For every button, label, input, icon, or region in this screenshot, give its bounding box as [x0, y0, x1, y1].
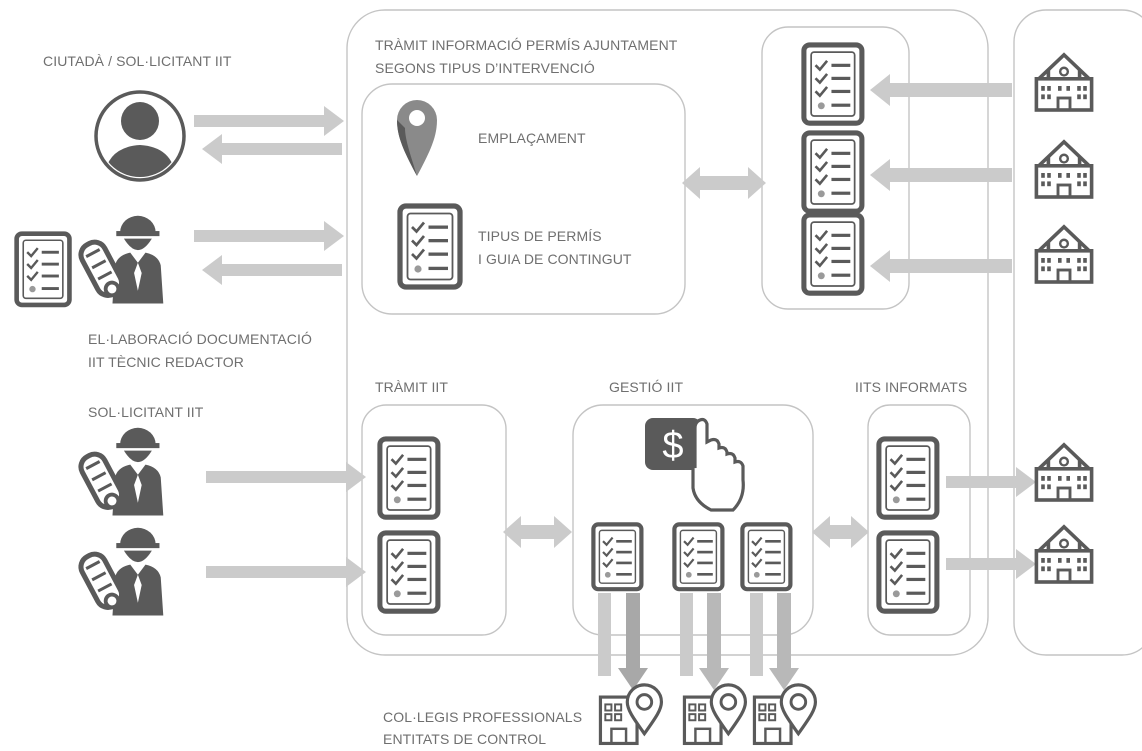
- town-hall-icon: [1034, 140, 1094, 199]
- town-hall-icon: [1034, 52, 1094, 112]
- office-building-pin-icon: [598, 683, 664, 746]
- informats-to-town-hall-arrows: [946, 467, 1036, 579]
- tramit-gestio-arrow: [503, 516, 572, 548]
- town-halls-frame: [1013, 9, 1142, 656]
- citizen-label: CIUTADÀ / SOL·LICITANT IIT: [43, 53, 232, 69]
- person-icon: [94, 90, 186, 182]
- checklist-document-icon: [879, 439, 937, 517]
- technician-checklist-icon: [17, 234, 70, 305]
- office-building-pin-icon: [682, 683, 748, 746]
- location-permit-box: [361, 83, 686, 315]
- elaboration-label-line1: EL·LABORACIÓ DOCUMENTACIÓ: [88, 331, 312, 347]
- checklist-document-icon: [879, 533, 937, 611]
- citizen-to-process-arrows: [194, 106, 344, 164]
- checklist-document-icon: [380, 533, 438, 611]
- informats-label: IITS INFORMATS: [855, 379, 967, 395]
- gestio-informats-arrow: [812, 516, 869, 548]
- checklist-document-icon: [742, 524, 790, 589]
- town-hall-icon: [1034, 225, 1094, 284]
- checklist-document-icon: [804, 215, 862, 293]
- applicant-label: SOL·LICITANT IIT: [88, 404, 204, 420]
- tramit-iit-box: [361, 404, 507, 636]
- town-hall-icon: [1034, 442, 1094, 502]
- location-label: EMPLAÇAMENT: [478, 130, 586, 146]
- svg-text:$: $: [662, 425, 683, 467]
- applicant-to-tramit-arrows: [206, 462, 366, 587]
- permit-type-label-line1: TIPUS DE PERMÍS: [478, 228, 602, 244]
- construction-worker-icon: [77, 428, 163, 516]
- construction-worker-icon: [77, 528, 163, 616]
- checklist-document-icon: [380, 439, 438, 517]
- gestio-label: GESTIÓ IIT: [609, 379, 683, 395]
- office-building-pin-icon: [752, 683, 818, 746]
- checklist-document-icon: [804, 133, 862, 211]
- checklist-document-icon: [593, 524, 641, 589]
- municipal-process-frame: [346, 9, 989, 656]
- town-hall-to-documents-arrows: [870, 74, 1012, 282]
- gestio-to-colleges-arrows: [598, 593, 799, 690]
- elaboration-label-line2: IIT TÈCNIC REDACTOR: [88, 354, 244, 370]
- town-hall-icon: [1034, 524, 1094, 584]
- colleges-label-line1: COL·LEGIS PROFESSIONALS: [383, 709, 582, 725]
- info-title-line1: TRÀMIT INFORMACIÓ PERMÍS AJUNTAMENT: [375, 37, 678, 53]
- colleges-label-line2: ENTITATS DE CONTROL: [383, 731, 546, 747]
- tramit-label: TRÀMIT IIT: [375, 379, 448, 395]
- dollar-click-icon: $: [645, 417, 745, 512]
- iits-informats-box: [867, 404, 971, 636]
- technician-to-process-arrows: [194, 221, 344, 285]
- info-title-line2: SEGONS TIPUS D’INTERVENCIÓ: [375, 60, 595, 76]
- permit-type-label-line2: I GUIA DE CONTINGUT: [478, 251, 632, 267]
- info-exchange-arrow: [682, 167, 766, 199]
- checklist-document-icon: [804, 45, 862, 123]
- construction-worker-icon: [77, 216, 163, 304]
- map-pin-icon: [397, 100, 437, 176]
- permit-type-checklist-icon: [400, 206, 460, 287]
- checklist-document-icon: [674, 524, 722, 589]
